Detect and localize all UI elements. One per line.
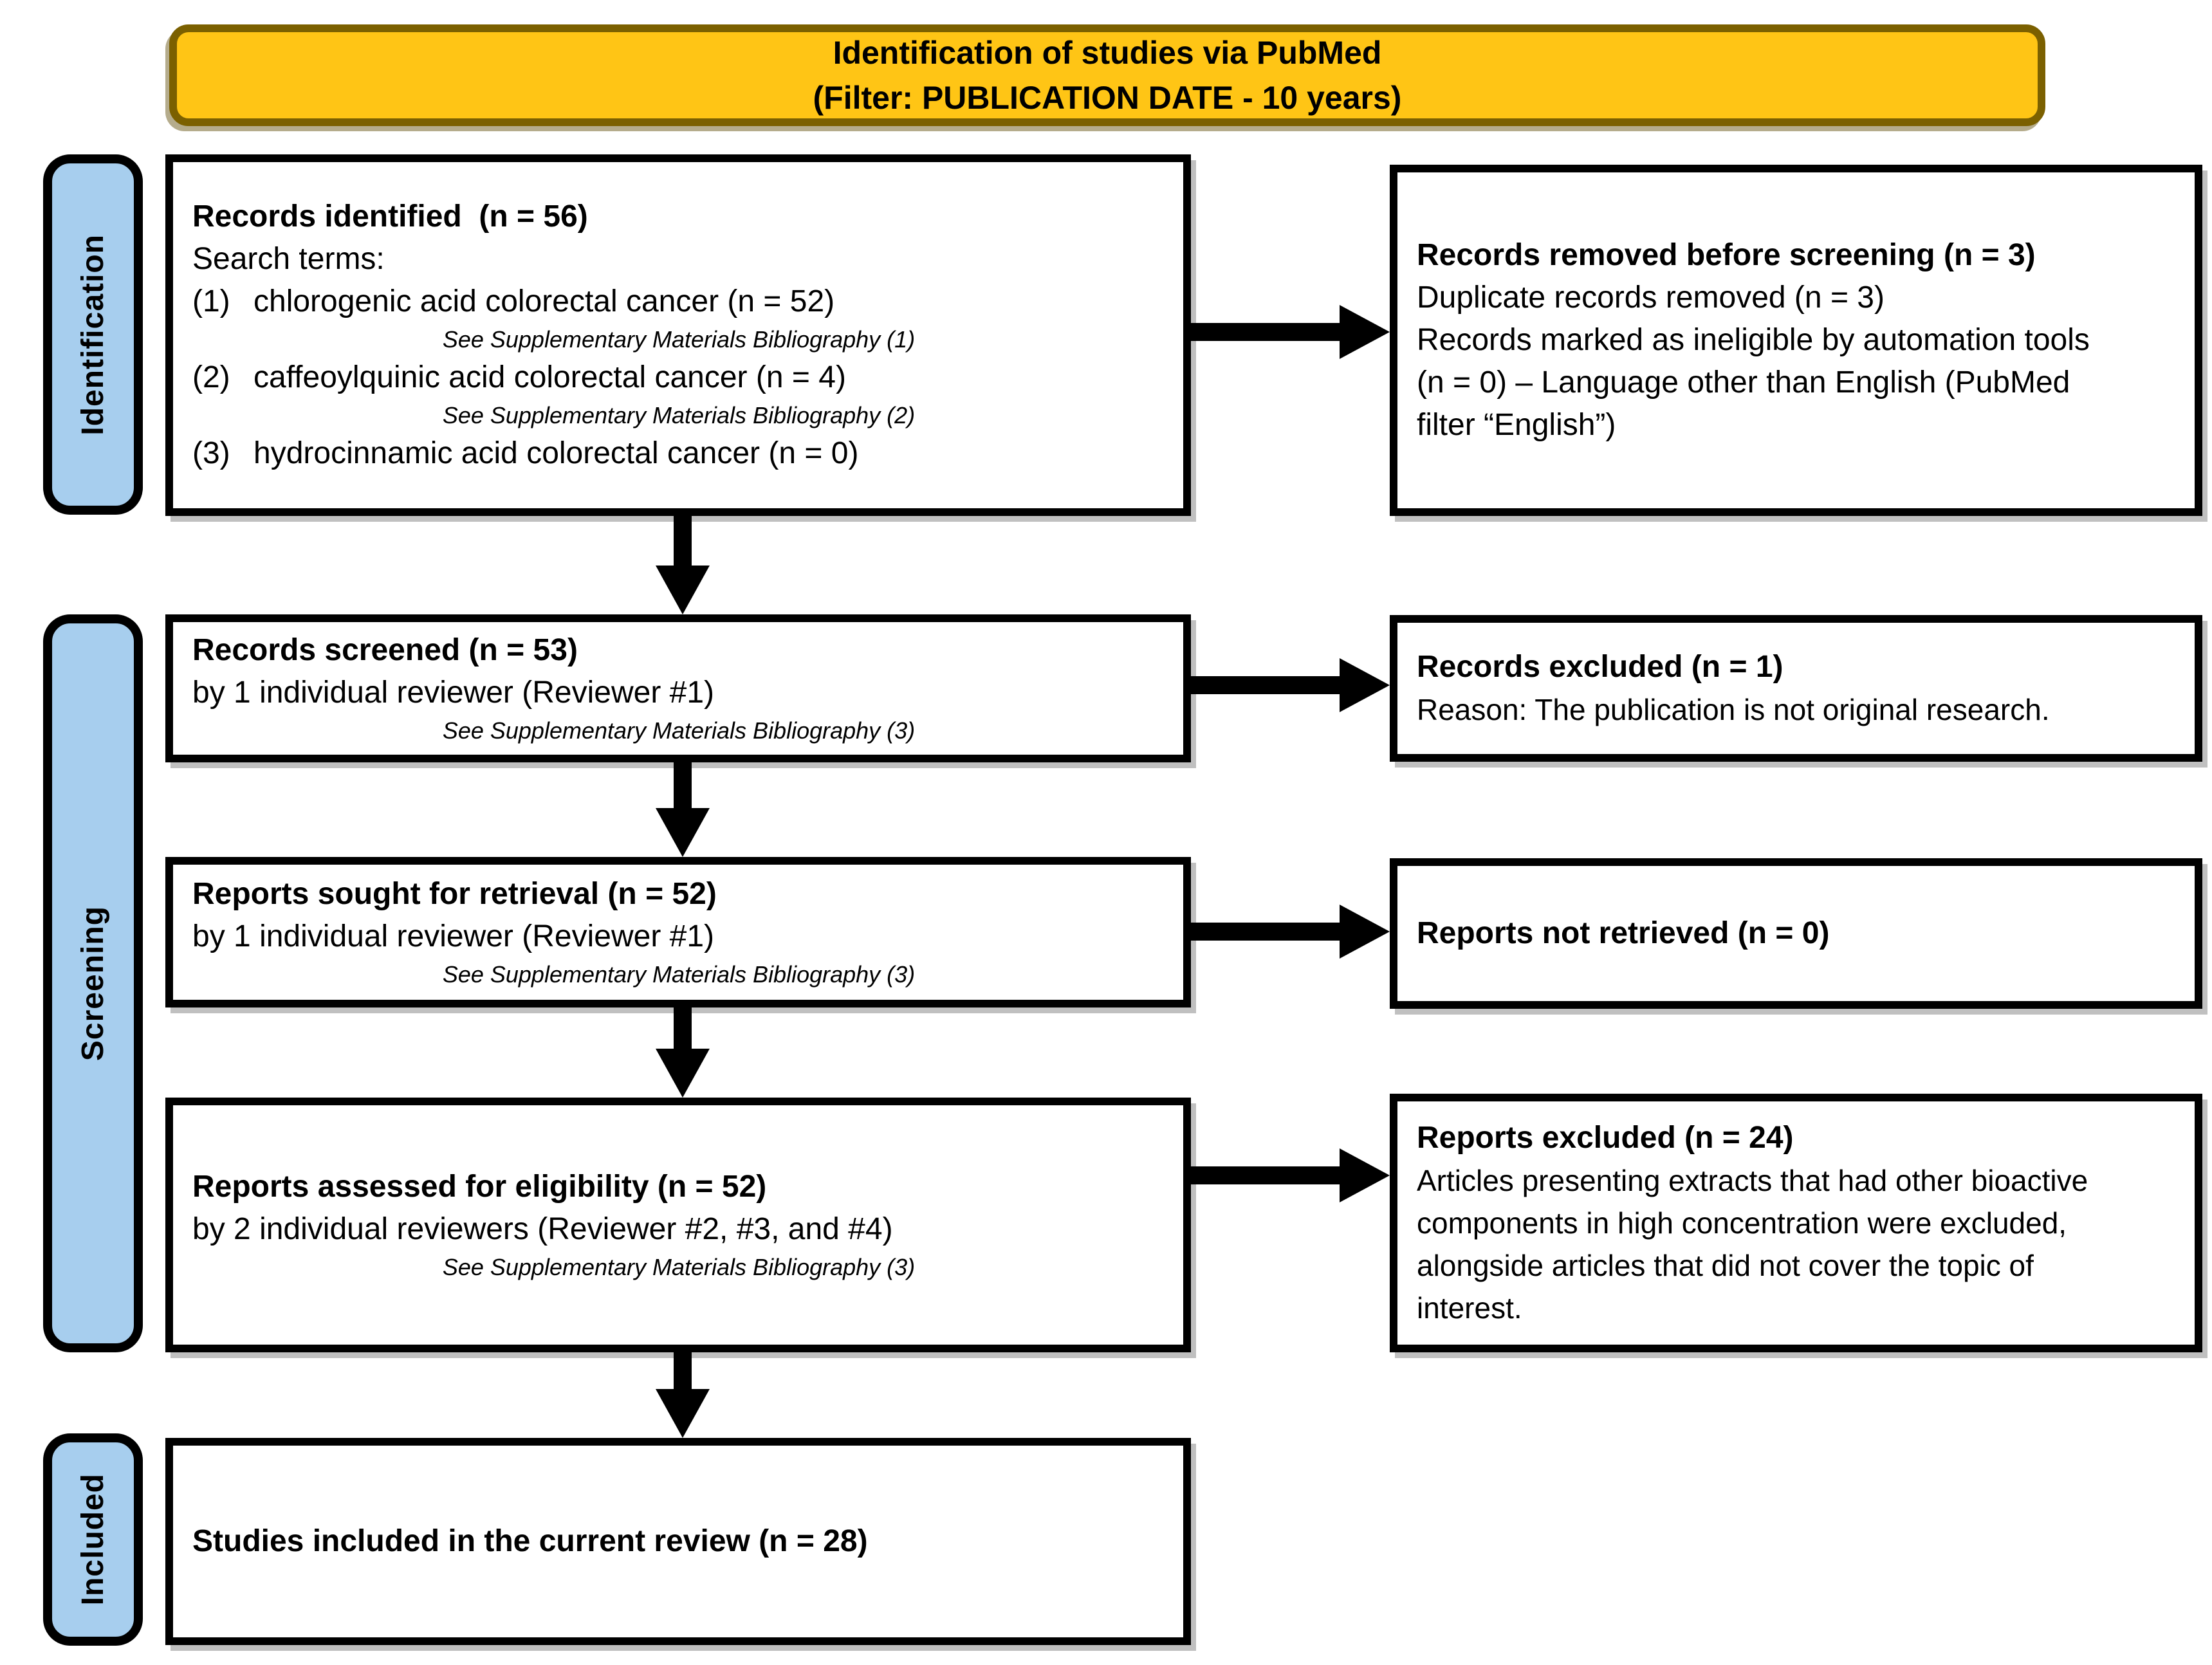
search-term-2-note: See Supplementary Materials Bibliography… xyxy=(442,402,916,428)
arrow-head-down-icon xyxy=(656,1049,710,1098)
stage-label-identification: Identification xyxy=(43,154,143,515)
arrow-head-right-icon xyxy=(1340,658,1390,712)
arrow-assessed-to-included xyxy=(656,1352,710,1438)
arrow-head-right-icon xyxy=(1340,1148,1390,1202)
records-screened-note: See Supplementary Materials Bibliography… xyxy=(442,717,916,744)
box-reports-excluded: Reports excluded (n = 24) Articles prese… xyxy=(1390,1094,2202,1352)
arrow-head-down-icon xyxy=(656,566,710,614)
reports-sought-note: See Supplementary Materials Bibliography… xyxy=(442,961,916,988)
records-removed-heading: Records removed before screening (n = 3) xyxy=(1417,238,2036,272)
stage-label-identification-text: Identification xyxy=(76,234,110,436)
box-reports-not-retrieved: Reports not retrieved (n = 0) xyxy=(1390,858,2202,1009)
records-removed-body: Duplicate records removed (n = 3) Record… xyxy=(1417,281,2090,442)
header-title-line2: (Filter: PUBLICATION DATE - 10 years) xyxy=(813,80,1402,116)
records-screened-heading: Records screened (n = 53) xyxy=(192,633,578,667)
box-reports-assessed: Reports assessed for eligibility (n = 52… xyxy=(165,1098,1191,1352)
stage-label-screening: Screening xyxy=(43,614,143,1352)
arrow-shaft xyxy=(674,516,692,567)
reports-not-retrieved-heading: Reports not retrieved (n = 0) xyxy=(1417,916,1830,950)
box-records-excluded: Records excluded (n = 1) Reason: The pub… xyxy=(1390,615,2202,762)
arrow-head-down-icon xyxy=(656,808,710,857)
arrow-shaft xyxy=(674,1352,692,1390)
arrow-screened-to-sought xyxy=(656,762,710,857)
records-identified-subheading: Search terms: xyxy=(192,242,385,276)
studies-included-heading: Studies included in the current review (… xyxy=(192,1524,868,1558)
arrow-sought-to-not-retrieved xyxy=(1190,905,1390,959)
search-term-3: (3) hydrocinnamic acid colorectal cancer… xyxy=(192,432,1165,475)
header-banner: Identification of studies via PubMed (Fi… xyxy=(169,24,2045,126)
arrow-assessed-to-reports-excluded xyxy=(1190,1148,1390,1202)
arrow-shaft xyxy=(1190,323,1341,341)
reports-assessed-heading: Reports assessed for eligibility (n = 52… xyxy=(192,1170,767,1204)
records-identified-heading: Records identified (n = 56) xyxy=(192,199,588,234)
arrow-head-right-icon xyxy=(1340,305,1390,359)
records-screened-line: by 1 individual reviewer (Reviewer #1) xyxy=(192,676,715,710)
stage-label-screening-text: Screening xyxy=(76,905,110,1062)
arrow-head-right-icon xyxy=(1340,905,1390,959)
box-records-identified: Records identified (n = 56) Search terms… xyxy=(165,154,1191,516)
stage-label-included: Included xyxy=(43,1433,143,1646)
reports-assessed-note: See Supplementary Materials Bibliography… xyxy=(442,1254,916,1280)
arrow-shaft xyxy=(1190,1166,1341,1184)
records-excluded-heading: Records excluded (n = 1) xyxy=(1417,650,1783,684)
reports-assessed-line: by 2 individual reviewers (Reviewer #2, … xyxy=(192,1212,893,1246)
arrow-shaft xyxy=(674,1007,692,1050)
box-studies-included: Studies included in the current review (… xyxy=(165,1438,1191,1645)
box-reports-sought: Reports sought for retrieval (n = 52) by… xyxy=(165,857,1191,1007)
arrow-screened-to-excluded xyxy=(1190,658,1390,712)
search-term-3-text: hydrocinnamic acid colorectal cancer (n … xyxy=(253,436,859,470)
arrow-identified-to-screened xyxy=(656,516,710,614)
search-term-1-note: See Supplementary Materials Bibliography… xyxy=(442,326,916,353)
arrow-shaft xyxy=(1190,923,1341,941)
arrow-shaft xyxy=(1190,676,1341,694)
box-records-removed: Records removed before screening (n = 3)… xyxy=(1390,165,2202,516)
search-term-1-text: chlorogenic acid colorectal cancer (n = … xyxy=(253,284,835,318)
search-term-2-num: (2) xyxy=(192,360,230,394)
box-records-screened: Records screened (n = 53) by 1 individua… xyxy=(165,614,1191,762)
reports-excluded-body: Articles presenting extracts that had ot… xyxy=(1417,1164,2088,1325)
search-term-2: (2) caffeoylquinic acid colorectal cance… xyxy=(192,356,1165,399)
stage-label-included-text: Included xyxy=(76,1473,110,1606)
search-term-1-num: (1) xyxy=(192,284,230,318)
arrow-identified-to-removed xyxy=(1190,305,1390,359)
arrow-head-down-icon xyxy=(656,1389,710,1438)
reports-excluded-heading: Reports excluded (n = 24) xyxy=(1417,1121,1794,1155)
reports-sought-heading: Reports sought for retrieval (n = 52) xyxy=(192,877,717,911)
search-term-3-num: (3) xyxy=(192,436,230,470)
arrow-shaft xyxy=(674,762,692,809)
header-title-line1: Identification of studies via PubMed xyxy=(833,35,1382,71)
reports-sought-line: by 1 individual reviewer (Reviewer #1) xyxy=(192,919,715,953)
arrow-sought-to-assessed xyxy=(656,1007,710,1098)
records-excluded-body: Reason: The publication is not original … xyxy=(1417,693,2050,726)
search-term-1: (1) chlorogenic acid colorectal cancer (… xyxy=(192,281,1165,323)
search-term-2-text: caffeoylquinic acid colorectal cancer (n… xyxy=(253,360,846,394)
